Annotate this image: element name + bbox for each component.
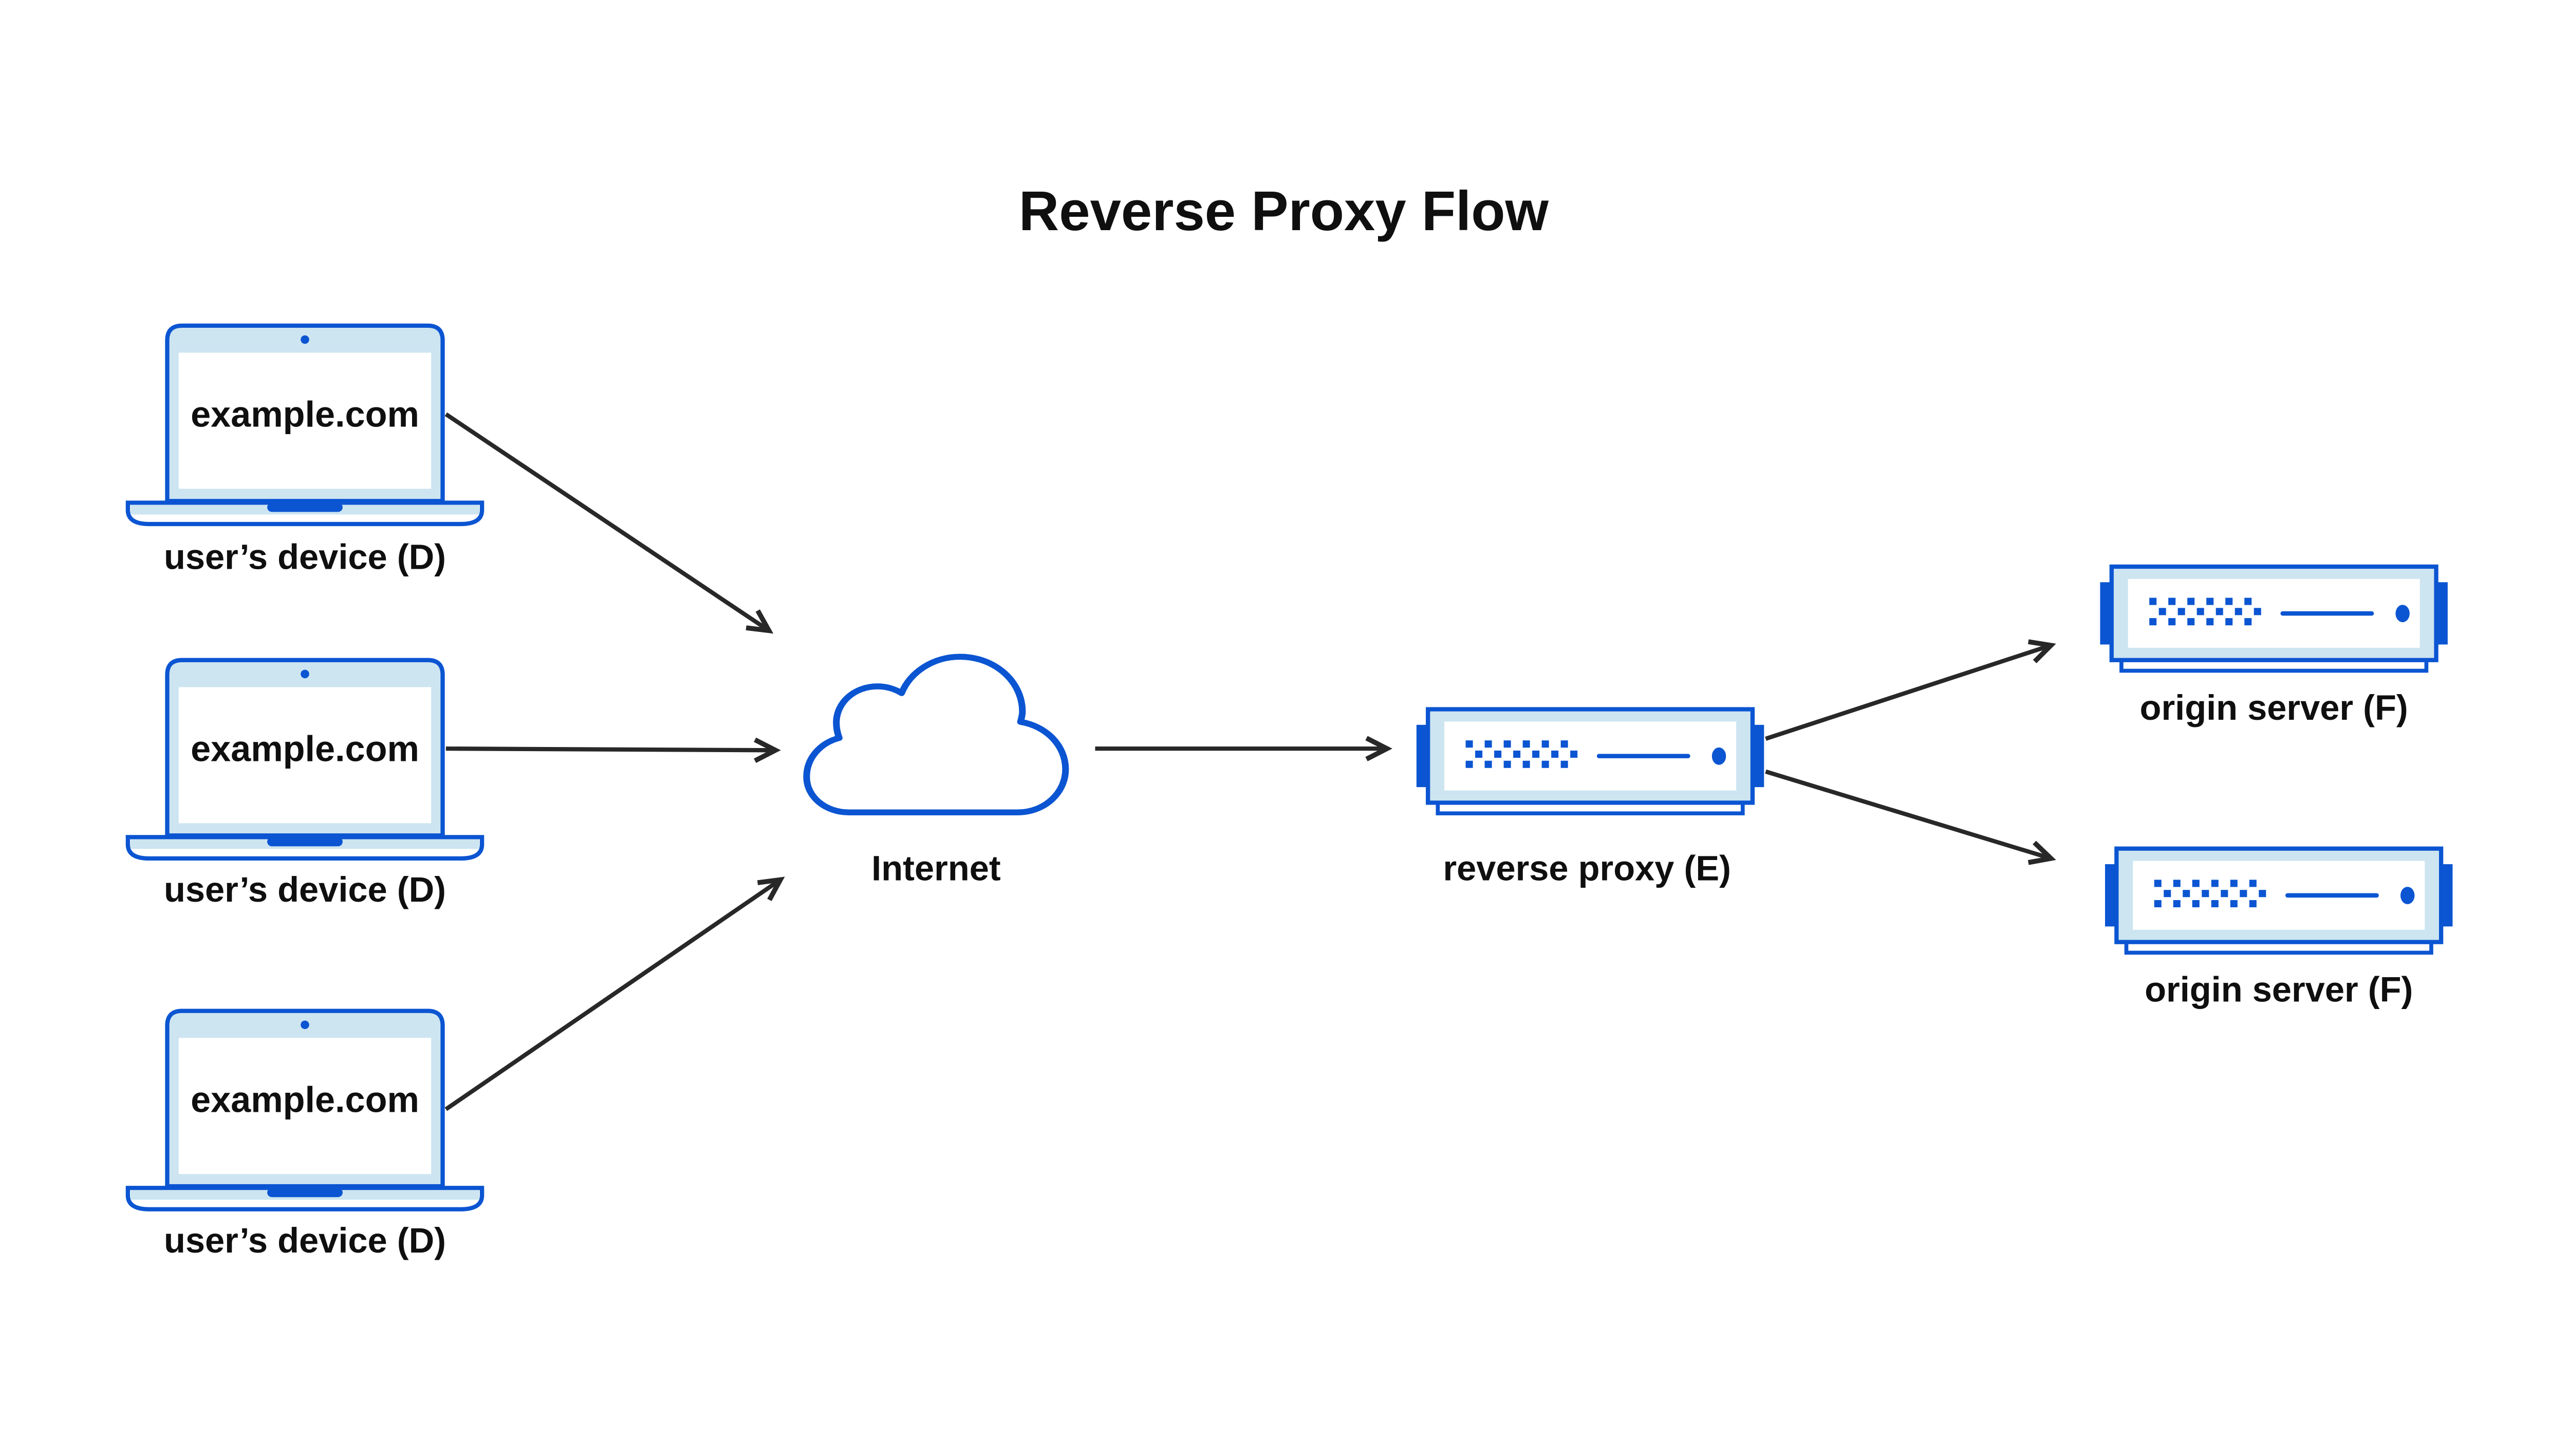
device-label: user’s device (D) [164, 870, 446, 909]
reverse-proxy-label: reverse proxy (E) [1443, 848, 1730, 888]
device-label: user’s device (D) [164, 1221, 446, 1260]
origin-server-label: origin server (F) [2145, 969, 2413, 1009]
arrow-device3-to-internet [444, 876, 785, 1111]
arrow-proxy-to-origin2 [1765, 769, 2056, 865]
arrow-device1-to-internet [444, 412, 774, 634]
internet-node: Internet [803, 654, 1069, 888]
arrow-proxy-to-origin1 [1765, 639, 2056, 741]
user-device-1: example.com user’s device (D) [128, 326, 482, 576]
page-title: Reverse Proxy Flow [1019, 180, 1549, 242]
origin-server-1: origin server (F) [2100, 567, 2447, 727]
arrow-internet-to-proxy [1095, 736, 1392, 761]
server-icon [2100, 567, 2447, 671]
internet-label: Internet [871, 848, 1001, 888]
device-screen-text: example.com [191, 1079, 419, 1119]
device-screen-text: example.com [191, 728, 419, 769]
device-screen-text: example.com [191, 394, 419, 434]
reverse-proxy-flow-diagram: Reverse Proxy Flow example.com [0, 180, 2569, 1260]
reverse-proxy-node: reverse proxy (E) [1417, 709, 1764, 888]
diagram-canvas: Reverse Proxy Flow example.com [0, 85, 2569, 1371]
arrow-device2-to-internet [445, 737, 781, 763]
flow-arrows [444, 412, 2056, 1111]
user-device-3: example.com user’s device (D) [128, 1011, 482, 1260]
origin-server-2: origin server (F) [2105, 849, 2452, 1009]
server-icon [2105, 849, 2452, 953]
origin-server-label: origin server (F) [2140, 688, 2408, 727]
cloud-icon [803, 654, 1069, 815]
server-icon [1417, 709, 1764, 813]
device-label: user’s device (D) [164, 537, 446, 576]
user-device-2: example.com user’s device (D) [128, 660, 482, 909]
